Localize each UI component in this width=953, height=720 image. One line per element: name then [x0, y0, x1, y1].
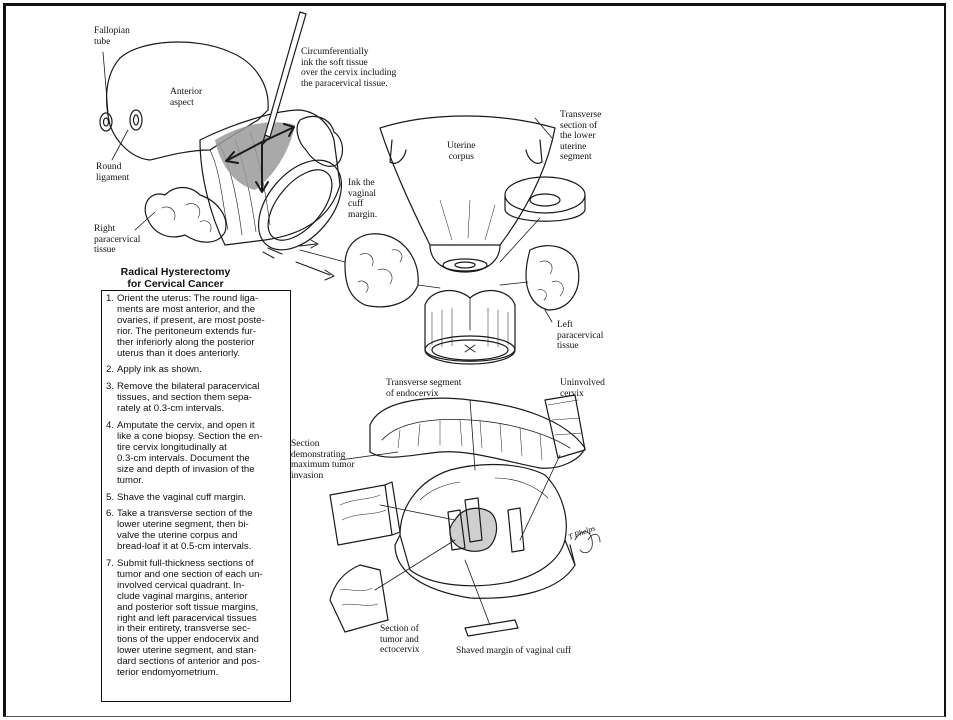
label-max-tumor-invasion: Section demonstrating maximum tumor inva… [291, 439, 355, 481]
diagram-title: Radical Hysterectomy for Cervical Cancer [103, 266, 248, 290]
step-number: 3. [106, 382, 117, 415]
label-transverse-lower-segment: Transverse section of the lower uterine … [560, 110, 601, 163]
label-uninvolved-cervix: Uninvolved cervix [560, 378, 605, 399]
step-number: 1. [106, 294, 117, 359]
step-text: Amputate the cervix, and open it like a … [117, 421, 285, 486]
label-left-paracervical-tissue: Left paracervical tissue [557, 320, 603, 352]
label-ink-vaginal-cuff: Ink the vaginal cuff margin. [348, 178, 377, 220]
step-text: Take a transverse section of the lower u… [117, 509, 285, 553]
label-anterior-aspect: Anterior aspect [170, 87, 202, 108]
opened-cervix-drawing [330, 395, 600, 636]
instruction-step: 2.Apply ink as shown. [106, 365, 285, 376]
step-number: 4. [106, 421, 117, 486]
instructions-box: 1.Orient the uterus: The round liga- men… [101, 290, 291, 702]
label-uterine-corpus: Uterine corpus [447, 141, 476, 162]
label-round-ligament: Round ligament [96, 162, 129, 183]
step-text: Apply ink as shown. [117, 365, 285, 376]
label-ink-soft-tissue: Circumferentially ink the soft tissue ov… [301, 47, 396, 89]
leader-lines-top [103, 52, 155, 230]
instruction-step: 5.Shave the vaginal cuff margin. [106, 493, 285, 504]
instruction-step: 4.Amputate the cervix, and open it like … [106, 421, 285, 486]
step-text: Submit full-thickness sections of tumor … [117, 559, 285, 679]
instruction-step: 1.Orient the uterus: The round liga- men… [106, 294, 285, 359]
step-number: 5. [106, 493, 117, 504]
step-number: 7. [106, 559, 117, 679]
step-text: Orient the uterus: The round liga- ments… [117, 294, 285, 359]
label-tumor-ectocervix: Section of tumor and ectocervix [380, 624, 420, 656]
label-fallopian-tube: Fallopian tube [94, 26, 130, 47]
step-text: Shave the vaginal cuff margin. [117, 493, 285, 504]
step-number: 2. [106, 365, 117, 376]
step-number: 6. [106, 509, 117, 553]
instruction-step: 3.Remove the bilateral paracervical tiss… [106, 382, 285, 415]
instruction-step: 7.Submit full-thickness sections of tumo… [106, 559, 285, 679]
diagram-title-text: Radical Hysterectomy for Cervical Cancer [121, 266, 231, 290]
label-transverse-endocervix: Transverse segment of endocervix [386, 378, 461, 399]
step-text: Remove the bilateral paracervical tissue… [117, 382, 285, 415]
label-right-paracervical-tissue: Right paracervical tissue [94, 224, 140, 256]
instruction-step: 6.Take a transverse section of the lower… [106, 509, 285, 553]
label-shaved-margin: Shaved margin of vaginal cuff [456, 646, 571, 657]
